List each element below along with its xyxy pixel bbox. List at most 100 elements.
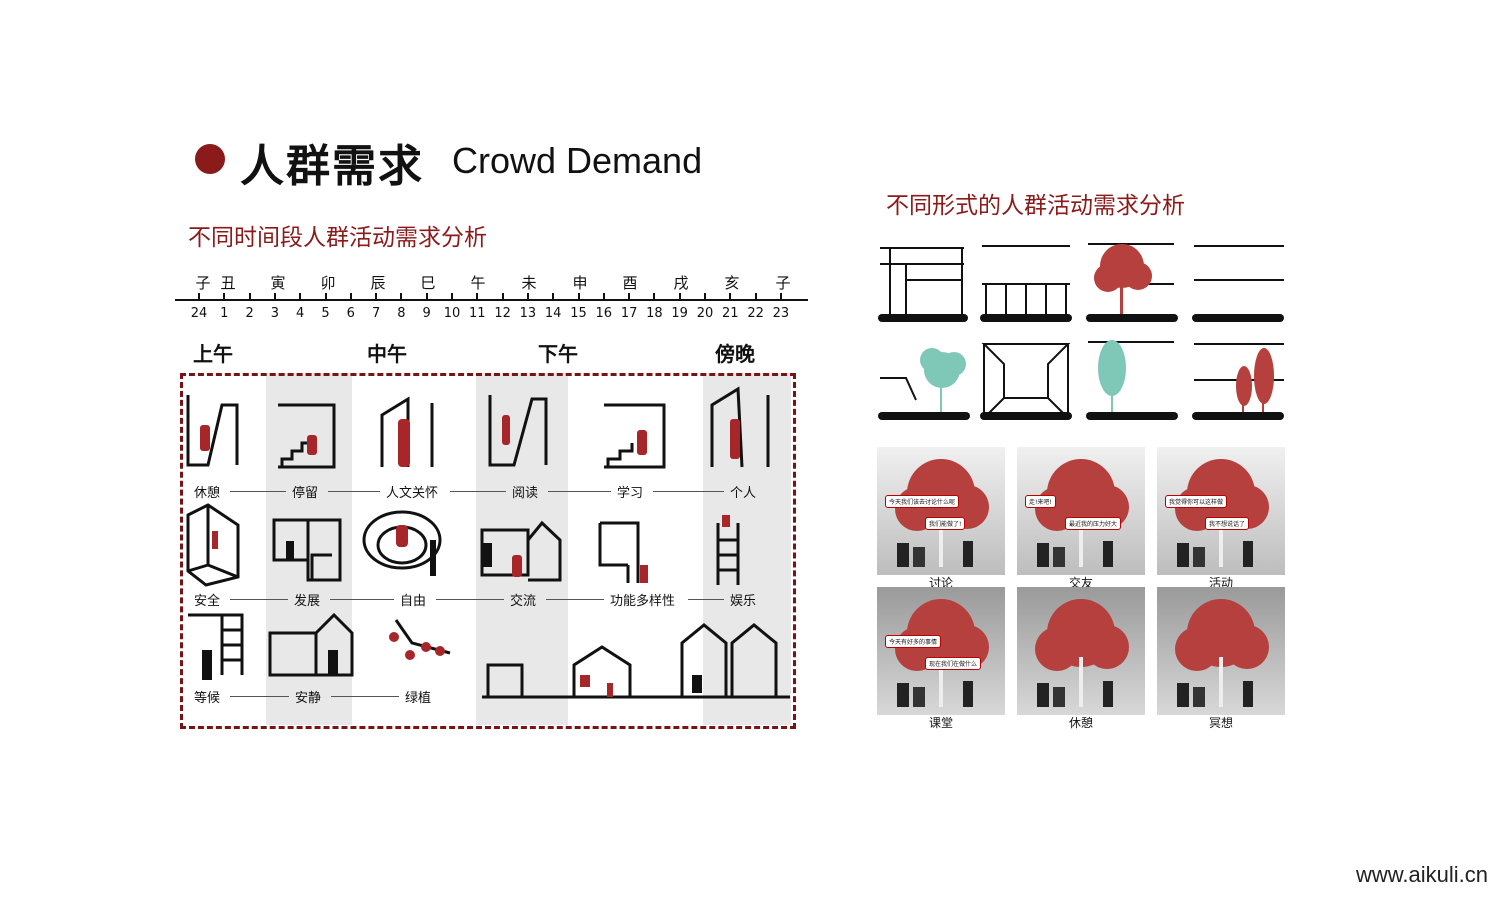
activity-connector [653, 491, 724, 492]
speech-bubble: 今天有好多的事情 [885, 635, 942, 648]
scene-label: 冥想 [1208, 716, 1233, 730]
activity-label: 停留 [292, 486, 319, 501]
activity-connector [546, 599, 604, 600]
hour-label: 9 [422, 306, 431, 321]
hour-tick [198, 293, 200, 301]
period-dusk: 傍晚 [715, 342, 755, 366]
branch-label: 子 [775, 274, 791, 292]
hour-label: 19 [671, 306, 688, 321]
branch-label: 酉 [622, 274, 638, 292]
hour-tick [248, 293, 251, 301]
hour-label: 15 [570, 306, 587, 321]
activity-label: 绿植 [405, 691, 432, 706]
activity-label: 学习 [617, 486, 644, 501]
hour-tick [678, 293, 681, 301]
branch-label: 丑 [220, 274, 236, 292]
hour-tick [349, 293, 352, 301]
branch-label: 卯 [320, 274, 336, 292]
activity-label: 安全 [194, 594, 221, 609]
hour-tick [526, 293, 529, 301]
hour-tick [602, 293, 605, 301]
period-noon: 中午 [367, 342, 407, 366]
speech-bubble: 我们能做了! [925, 517, 966, 530]
activity-label: 个人 [730, 486, 757, 501]
title-bullet [195, 144, 225, 174]
rest-icon [186, 395, 239, 467]
scene-image: 走!来吧! 最近我的压力好大 [1017, 447, 1145, 575]
activity-connector [688, 599, 724, 600]
speech-bubble: 走!来吧! [1025, 495, 1056, 508]
branch-label: 寅 [270, 274, 286, 292]
hour-tick [704, 293, 706, 301]
scene-label: 讨论 [928, 576, 953, 590]
left-subtitle: 不同时间段人群活动需求分析 [188, 225, 487, 251]
hour-label: 18 [646, 306, 663, 321]
hour-tick [375, 293, 378, 301]
branch-label: 申 [572, 274, 588, 292]
hour-label: 20 [696, 306, 714, 321]
hour-tick [552, 293, 555, 301]
hour-label: 7 [371, 306, 381, 321]
speech-bubble: 最近我的压力好大 [1065, 517, 1122, 530]
activity-label: 娱乐 [730, 594, 757, 609]
hour-label: 10 [443, 306, 461, 321]
hour-label: 14 [544, 306, 562, 321]
hour-tick [779, 293, 782, 301]
hour-label: 11 [469, 306, 486, 321]
activity-label: 发展 [294, 594, 321, 609]
scene-image: 今天有好多的事情现在我们在做什么 [877, 587, 1005, 715]
activity-connector [230, 696, 289, 697]
hour-tick [324, 293, 327, 301]
activity-label: 交流 [510, 594, 537, 609]
activity-connector [230, 491, 286, 492]
hour-label: 6 [346, 306, 355, 321]
timeline-axis [175, 299, 808, 301]
hour-label: 8 [397, 306, 406, 321]
hour-tick [653, 293, 656, 301]
watermark: www.aikuli.cn [1355, 862, 1488, 887]
activity-label: 功能多样性 [610, 594, 676, 609]
hour-tick [729, 293, 732, 301]
scene-image: 今天我们该去讨论什么呢我们能做了! [877, 447, 1005, 575]
hour-tick [501, 293, 504, 301]
hour-label: 23 [772, 306, 790, 321]
scene-image [1017, 587, 1145, 715]
hour-label: 3 [270, 306, 280, 321]
page-title-cn: 人群需求 [240, 141, 424, 192]
speech-bubble: 我觉得你可以这样做 [1165, 495, 1228, 508]
scene-label: 课堂 [928, 716, 953, 730]
hour-label: 13 [519, 306, 537, 321]
hour-tick [273, 293, 276, 301]
hour-tick [577, 293, 580, 301]
activity-connector [230, 599, 288, 600]
hour-label: 5 [321, 306, 330, 321]
activity-label: 安静 [295, 691, 322, 706]
hour-label: 21 [722, 306, 739, 321]
scene-label: 休憩 [1068, 716, 1093, 730]
activity-label: 等候 [194, 691, 221, 706]
hour-tick [299, 293, 302, 301]
right-subtitle: 不同形式的人群活动需求分析 [886, 193, 1185, 219]
hour-label: 1 [220, 306, 229, 321]
activity-connector [328, 491, 380, 492]
branch-label: 巳 [420, 274, 436, 292]
hour-label: 2 [245, 306, 254, 321]
branch-label: 未 [521, 274, 537, 292]
hour-label: 17 [620, 306, 638, 321]
activity-label: 阅读 [512, 486, 539, 501]
activity-connector [330, 599, 394, 600]
hour-tick [400, 293, 403, 301]
activity-label: 自由 [400, 594, 427, 609]
hour-tick [451, 293, 453, 301]
hour-tick [223, 293, 226, 301]
scene-label: 活动 [1208, 576, 1233, 590]
period-afternoon: 下午 [538, 342, 578, 366]
activity-label: 休憩 [194, 486, 221, 501]
activity-frame [180, 373, 796, 729]
speech-bubble: 我不想说话了 [1205, 517, 1250, 530]
activity-connector [331, 696, 399, 697]
activity-label: 人文关怀 [386, 486, 439, 501]
speech-bubble: 今天我们该去讨论什么呢 [885, 495, 960, 508]
activity-icons [186, 386, 790, 699]
hour-label: 12 [494, 306, 511, 321]
